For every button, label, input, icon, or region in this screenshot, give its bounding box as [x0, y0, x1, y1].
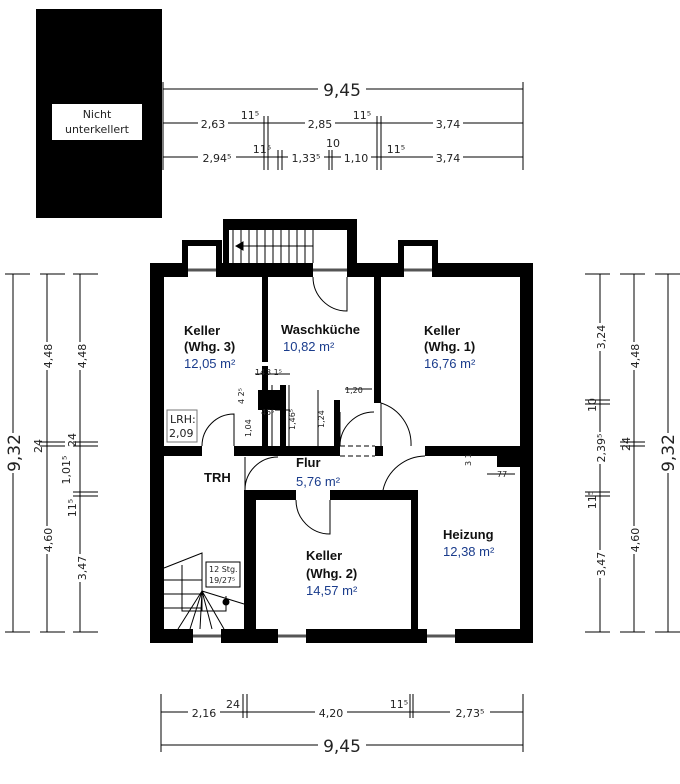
svg-text:45⁵: 45⁵	[261, 408, 274, 417]
interior-dimensions: 14 3 1⁵ 4 2⁵ 45⁵ 1,04 1,46⁵ 1,24 1,20 3 …	[237, 368, 515, 479]
svg-text:1,04: 1,04	[244, 419, 253, 437]
svg-text:2,39⁵: 2,39⁵	[595, 434, 608, 463]
annex-not-basement: Nicht unterkellert	[36, 9, 162, 218]
svg-text:2,73⁵: 2,73⁵	[456, 707, 485, 720]
svg-text:4 2⁵: 4 2⁵	[237, 388, 246, 404]
stairs-count: 12 Stg.	[209, 565, 238, 574]
svg-text:11⁵: 11⁵	[353, 109, 371, 122]
bottom-dimensions: 2,16 24 4,20 11⁵ 2,73⁵ 9,45	[160, 694, 524, 757]
svg-text:11⁵: 11⁵	[66, 499, 79, 517]
svg-text:16,76 m²: 16,76 m²	[424, 356, 476, 371]
svg-text:1,46⁵: 1,46⁵	[288, 409, 297, 430]
svg-text:Keller: Keller	[424, 323, 460, 338]
top-row-2: 2,94⁵ 11⁵ 1,33⁵ 10 1,10 11⁵ 3,74	[198, 137, 463, 165]
svg-text:1,10: 1,10	[344, 152, 369, 165]
svg-text:(Whg. 2): (Whg. 2)	[306, 566, 357, 581]
svg-text:2,16: 2,16	[192, 707, 217, 720]
svg-text:10: 10	[326, 137, 340, 150]
room-flur: Flur 5,76 m²	[296, 455, 341, 489]
svg-text:4,60: 4,60	[629, 528, 642, 553]
svg-text:4,20: 4,20	[319, 707, 344, 720]
top-dimensions: 9,45 2,63 11⁵ 2,85 11⁵ 3,74 2,94⁵ 11⁵ 1,…	[162, 78, 524, 170]
svg-text:Heizung: Heizung	[443, 527, 494, 542]
svg-text:TRH: TRH	[204, 470, 231, 485]
svg-text:Waschküche: Waschküche	[281, 322, 360, 337]
svg-text:11⁵: 11⁵	[387, 143, 405, 156]
svg-text:1,24: 1,24	[317, 410, 326, 428]
svg-text:11⁵: 11⁵	[253, 143, 271, 156]
svg-text:2,85: 2,85	[308, 118, 333, 131]
svg-text:14,57 m²: 14,57 m²	[306, 583, 358, 598]
svg-text:9,45: 9,45	[323, 81, 361, 101]
svg-text:Keller: Keller	[184, 323, 220, 338]
room-waschkueche: Waschküche 10,82 m²	[281, 322, 360, 354]
svg-text:2,63: 2,63	[201, 118, 226, 131]
stairs-ratio: 19/27⁵	[209, 576, 235, 585]
interior-staircase	[163, 552, 245, 630]
svg-text:9,32: 9,32	[659, 434, 679, 472]
svg-text:4,48: 4,48	[42, 344, 55, 369]
svg-text:4,48: 4,48	[76, 344, 89, 369]
svg-text:14: 14	[255, 368, 265, 377]
left-dimensions: 9,32 4,48 24 4,60 4,48 24 1,01⁵ 11⁵ 3,47	[5, 273, 98, 633]
svg-text:77: 77	[497, 470, 507, 479]
svg-text:4,60: 4,60	[42, 528, 55, 553]
svg-text:9,32: 9,32	[5, 434, 25, 472]
svg-text:12,38 m²: 12,38 m²	[443, 544, 495, 559]
lrh-box	[166, 409, 198, 443]
svg-text:3,47: 3,47	[76, 556, 89, 581]
annex-label-2: unterkellert	[65, 123, 130, 136]
svg-text:24: 24	[66, 433, 79, 447]
svg-text:9,45: 9,45	[323, 737, 361, 757]
svg-text:24: 24	[32, 439, 45, 453]
svg-text:3,74: 3,74	[436, 118, 461, 131]
svg-text:10: 10	[586, 398, 599, 412]
exterior-stairs	[232, 230, 314, 263]
svg-text:1,01⁵: 1,01⁵	[60, 456, 73, 485]
lrh-label: LRH:	[170, 413, 196, 426]
svg-text:(Whg. 3): (Whg. 3)	[184, 339, 235, 354]
svg-text:3,74: 3,74	[436, 152, 461, 165]
svg-text:11⁵: 11⁵	[586, 491, 599, 509]
svg-text:12,05 m²: 12,05 m²	[184, 356, 236, 371]
svg-text:24: 24	[620, 437, 633, 451]
top-row-1: 2,63 11⁵ 2,85 11⁵ 3,74	[198, 109, 463, 131]
svg-text:1,33⁵: 1,33⁵	[292, 152, 321, 165]
svg-text:3,24: 3,24	[595, 325, 608, 350]
svg-text:(Whg. 1): (Whg. 1)	[424, 339, 475, 354]
room-heizung: Heizung 12,38 m²	[443, 527, 495, 559]
room-trh: TRH	[204, 470, 231, 485]
svg-text:1,20: 1,20	[345, 386, 363, 395]
svg-text:11⁵: 11⁵	[241, 109, 259, 122]
svg-text:10,82 m²: 10,82 m²	[283, 339, 335, 354]
svg-text:Keller: Keller	[306, 548, 342, 563]
annex-label: Nicht	[83, 108, 112, 121]
svg-text:3 1⁵: 3 1⁵	[266, 368, 282, 377]
svg-text:3,47: 3,47	[595, 552, 608, 577]
svg-text:24: 24	[226, 698, 240, 711]
svg-text:5,76 m²: 5,76 m²	[296, 474, 341, 489]
room-keller-2: Keller (Whg. 2) 14,57 m²	[306, 548, 358, 598]
right-dimensions: 3,24 10 2,39⁵ 11⁵ 3,47 4,48 24 4,60 9,32	[585, 273, 680, 633]
svg-text:3 1: 3 1	[464, 453, 473, 466]
room-keller-3: Keller (Whg. 3) 12,05 m²	[184, 323, 236, 371]
svg-text:Flur: Flur	[296, 455, 321, 470]
doors	[201, 276, 426, 535]
interior-walls	[150, 277, 533, 643]
svg-text:4,48: 4,48	[629, 344, 642, 369]
svg-text:11⁵: 11⁵	[390, 698, 408, 711]
svg-text:2,94⁵: 2,94⁵	[203, 152, 232, 165]
lrh-value: 2,09	[169, 427, 194, 440]
room-keller-1: Keller (Whg. 1) 16,76 m²	[424, 323, 476, 371]
